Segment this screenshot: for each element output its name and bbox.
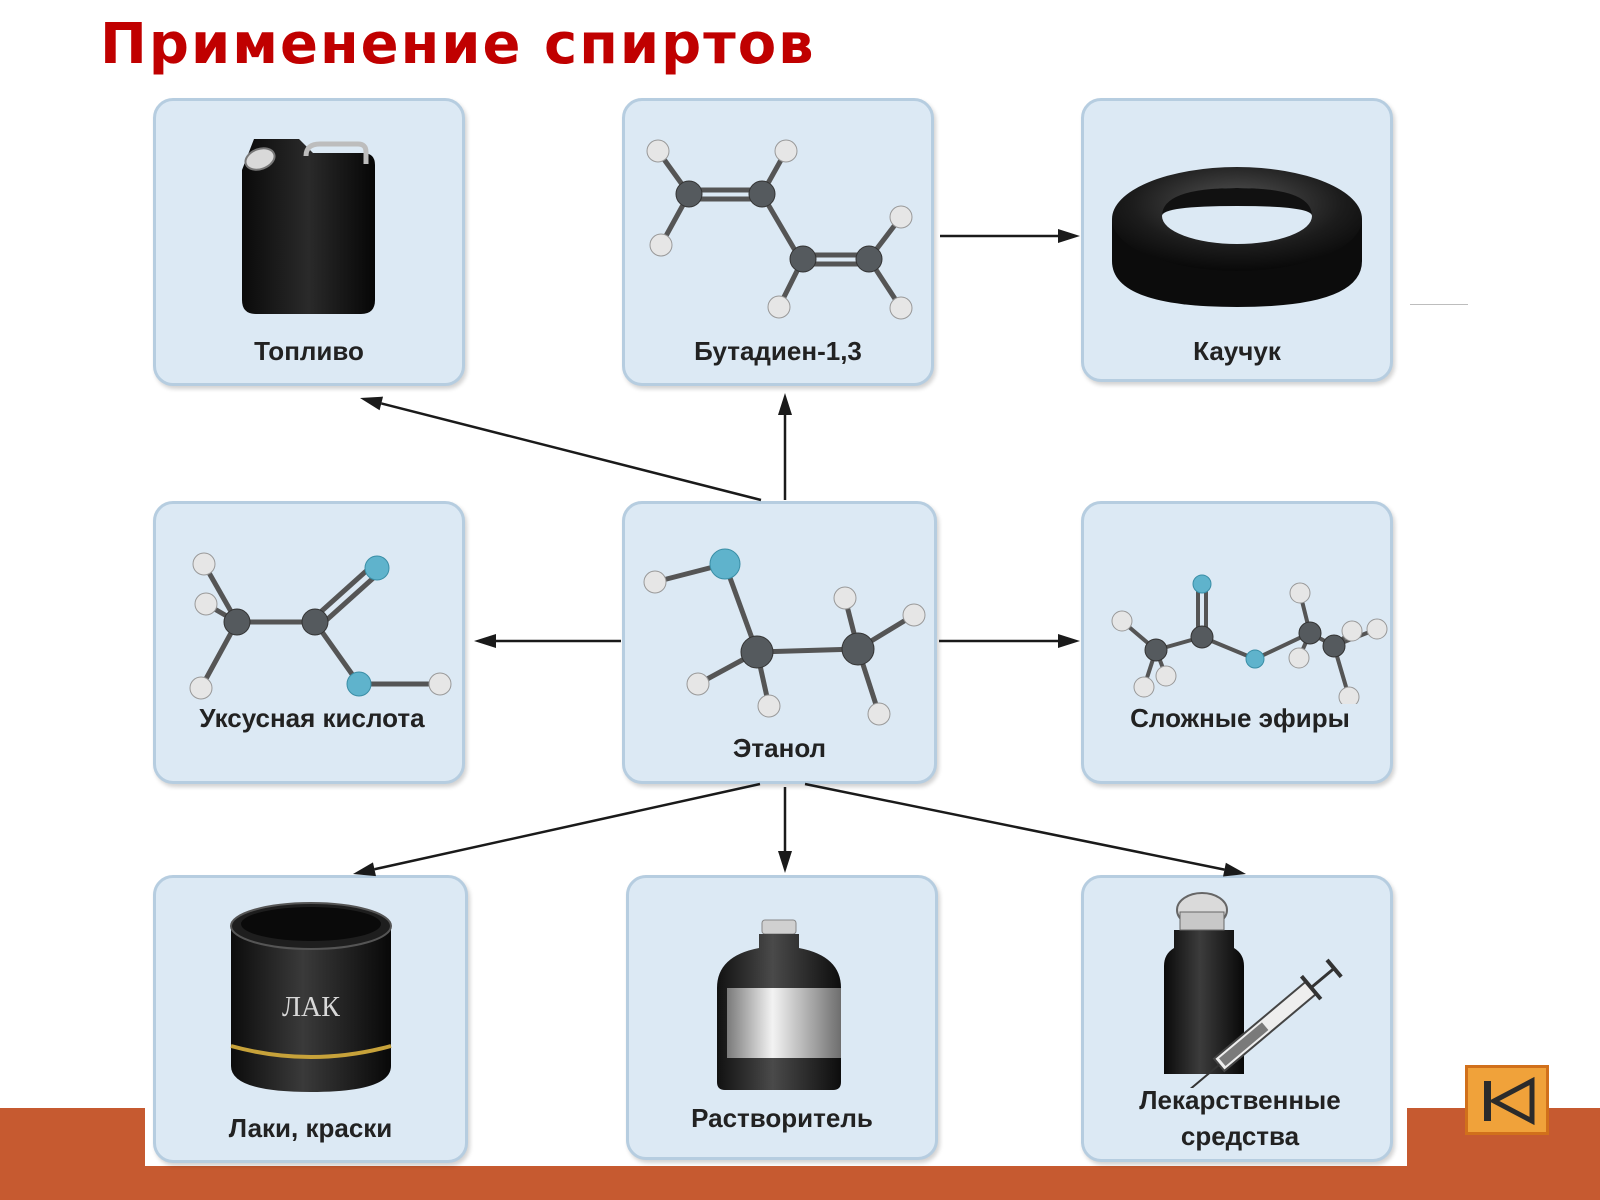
node-lacquers-paints: ЛАК Лаки, краски	[153, 875, 468, 1163]
node-label: Лекарственные средства	[1139, 1085, 1341, 1151]
node-butadiene: Бутадиен-1,3	[622, 98, 934, 386]
node-solvent: Растворитель	[626, 875, 938, 1160]
solvent-bottle-icon	[717, 919, 841, 1090]
node-label: Растворитель	[691, 1103, 873, 1133]
node-label: Бутадиен-1,3	[694, 336, 862, 366]
node-medicines: Лекарственные средства	[1081, 875, 1393, 1162]
node-acetic-acid: Уксусная кислота	[153, 501, 465, 784]
skip-back-icon	[1484, 1076, 1535, 1126]
ester-molecule-icon	[1111, 574, 1388, 704]
lacquer-can-icon: ЛАК	[230, 902, 392, 1092]
node-label: Топливо	[254, 336, 364, 366]
back-button[interactable]	[1465, 1065, 1549, 1135]
node-ethanol: Этанол	[622, 501, 937, 784]
jerrycan-icon	[242, 139, 375, 314]
acetic-acid-molecule-icon	[189, 552, 452, 700]
node-label: Каучук	[1193, 336, 1281, 366]
decorative-line	[1410, 304, 1468, 305]
butadiene-molecule-icon	[646, 139, 913, 320]
node-fuel: Топливо	[153, 98, 465, 386]
node-label: Уксусная кислота	[199, 703, 425, 733]
node-label: Сложные эфиры	[1130, 703, 1350, 733]
node-label: Лаки, краски	[228, 1113, 393, 1143]
page-title: Применение спиртов	[100, 12, 816, 77]
ethanol-molecule-icon	[643, 548, 926, 726]
tire-icon	[1112, 167, 1362, 307]
node-rubber: Каучук	[1081, 98, 1393, 382]
can-text: ЛАК	[282, 992, 340, 1023]
node-esters: Сложные эфиры	[1081, 501, 1393, 784]
node-label: Этанол	[732, 733, 827, 763]
vial-syringe-icon	[1164, 892, 1343, 1088]
